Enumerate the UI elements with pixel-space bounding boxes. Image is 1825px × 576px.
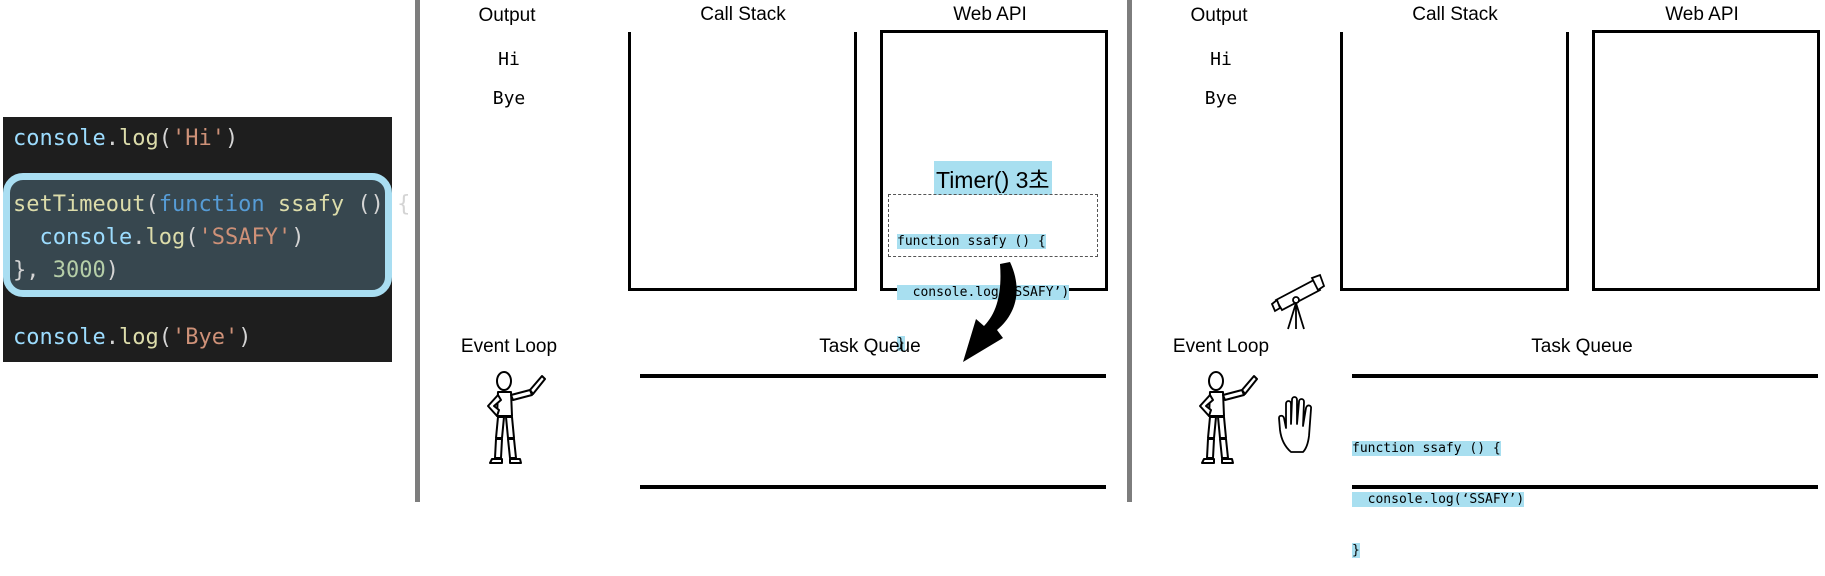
code-token: ) (238, 325, 252, 350)
code-token: log (145, 225, 186, 250)
task-queue-label-2: Task Queue (1531, 336, 1633, 357)
code-token: ( (185, 225, 199, 250)
code-token: ssafy (264, 192, 358, 217)
code-token: . (105, 325, 119, 350)
web-api-label-2: Web API (1665, 4, 1739, 25)
web-api-label: Web API (953, 4, 1027, 25)
code-token: . (132, 225, 146, 250)
output-line-bye: Bye (492, 88, 526, 109)
task-queue-callback-code: function ssafy () { console.log(‘SSAFY’)… (1352, 441, 1525, 558)
output-line-hi-2: Hi (1210, 49, 1232, 70)
code-token: }, (13, 258, 53, 283)
code-token: log (118, 126, 159, 151)
mannequin-icon (487, 371, 546, 464)
code-token: 'Hi' (171, 126, 225, 151)
code-token: setTimeout (13, 192, 146, 217)
task-queue-bottom-line-2 (1352, 485, 1818, 489)
output-line-hi: Hi (498, 49, 520, 70)
code-token: . (105, 126, 119, 151)
output-label-2: Output (1190, 5, 1248, 26)
code-line-3: console.log('SSAFY') (13, 225, 304, 251)
divider-left (415, 0, 420, 502)
code-editor: console.log('Hi') setTimeout(function ss… (3, 117, 410, 362)
mannequin-icon (1199, 371, 1258, 464)
task-queue-label: Task Queue (819, 336, 921, 357)
code-token: console (13, 225, 133, 250)
call-stack-box (628, 32, 857, 291)
code-token: 'SSAFY' (198, 225, 292, 250)
code-token: ) (224, 126, 239, 151)
web-api-box-2 (1592, 30, 1820, 291)
code-line-4: }, 3000) (13, 258, 119, 284)
code-token: function (158, 192, 265, 217)
task-queue-top-line-2 (1352, 374, 1818, 378)
task-queue-top-line (640, 374, 1106, 378)
code-token: log (118, 325, 159, 350)
output-label: Output (478, 5, 536, 26)
code-line-5: console.log('Bye') (13, 325, 251, 351)
web-api-callback-code: function ssafy () { console.log(‘SSAFY’)… (897, 234, 1070, 351)
code-token: ) (291, 225, 305, 250)
settimeout-highlight (3, 173, 392, 297)
code-token: ) (105, 258, 119, 283)
divider-right (1127, 0, 1132, 502)
code-token: 'Bye' (171, 325, 239, 350)
code-line-2: setTimeout(function ssafy () { (13, 192, 410, 218)
code-token: console (13, 325, 106, 350)
output-line-bye-2: Bye (1204, 88, 1238, 109)
event-loop-label: Event Loop (460, 336, 558, 357)
task-queue-bottom-line (640, 485, 1106, 489)
code-token: () { (357, 192, 411, 217)
web-api-callback-box (888, 194, 1098, 257)
call-stack-label-2: Call Stack (1412, 4, 1498, 25)
call-stack-box-2 (1340, 32, 1569, 291)
code-token: ( (158, 325, 172, 350)
hand-icon (1278, 396, 1313, 453)
code-token: console (13, 126, 106, 151)
code-token: 3000 (52, 258, 106, 283)
code-line-1: console.log('Hi') (13, 126, 238, 152)
code-token: ( (145, 192, 159, 217)
timer-label: Timer() 3초 (934, 161, 1052, 195)
code-token: ( (158, 126, 172, 151)
curved-arrow-icon (963, 262, 1017, 362)
event-loop-label-2: Event Loop (1172, 336, 1270, 357)
telescope-icon (1270, 273, 1326, 330)
call-stack-label: Call Stack (700, 4, 786, 25)
